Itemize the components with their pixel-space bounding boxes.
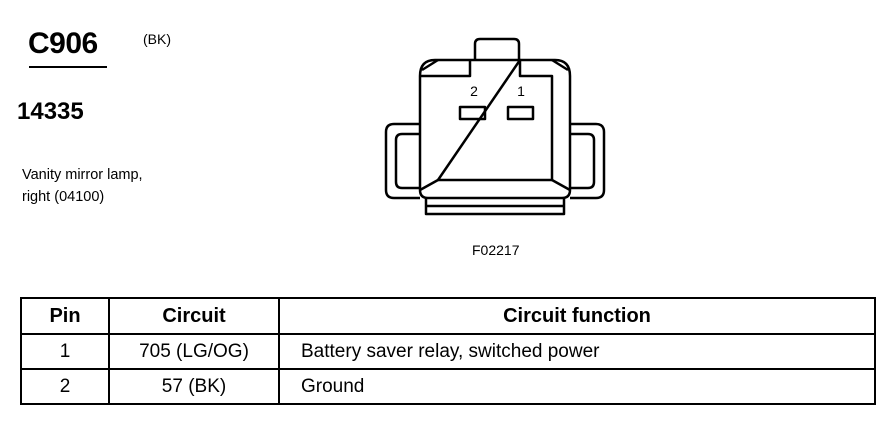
housing-cavity bbox=[436, 58, 554, 182]
chamfer-br bbox=[551, 178, 571, 192]
table-row: 2 57 (BK) Ground bbox=[20, 368, 876, 405]
pin-cell: 2 bbox=[20, 368, 110, 405]
side-lock-left-inner bbox=[394, 132, 420, 190]
part-number: 14335 bbox=[17, 98, 84, 125]
terminal-2-cavity bbox=[458, 105, 487, 121]
description-line-1: Vanity mirror lamp, bbox=[22, 167, 143, 183]
side-lock-right bbox=[570, 122, 606, 200]
circuit-cell: 705 (LG/OG) bbox=[108, 333, 280, 370]
housing-outer bbox=[418, 58, 572, 200]
function-cell: Ground bbox=[278, 368, 876, 405]
side-lock-left bbox=[384, 122, 420, 200]
connector-description: Vanity mirror lamp, right (04100) bbox=[22, 164, 143, 208]
pin-label-1: 1 bbox=[517, 83, 525, 99]
description-line-2: right (04100) bbox=[22, 189, 105, 205]
chamfer-bl bbox=[419, 178, 439, 192]
chamfer-tl-diag bbox=[421, 58, 439, 72]
connector-face-diagram: 2 1 bbox=[384, 37, 606, 216]
pinout-table: Pin Circuit Circuit function 1 705 (LG/O… bbox=[20, 297, 876, 405]
header-pin: Pin bbox=[20, 297, 110, 335]
side-lock-right-inner bbox=[570, 132, 596, 190]
header-circuit: Circuit bbox=[108, 297, 280, 335]
table-header-row: Pin Circuit Circuit function bbox=[20, 297, 876, 335]
pin-cell: 1 bbox=[20, 333, 110, 370]
terminal-1-cavity bbox=[506, 105, 535, 121]
latch-tab bbox=[473, 37, 521, 60]
table-row: 1 705 (LG/OG) Battery saver relay, switc… bbox=[20, 333, 876, 370]
pin-label-2: 2 bbox=[470, 83, 478, 99]
header-circuit-function: Circuit function bbox=[278, 297, 876, 335]
connector-color: (BK) bbox=[143, 31, 171, 47]
connector-id: C906 bbox=[28, 27, 98, 60]
circuit-cell: 57 (BK) bbox=[108, 368, 280, 405]
connector-id-underline bbox=[29, 66, 107, 68]
figure-code: F02217 bbox=[472, 242, 520, 258]
chamfer-tr-diag bbox=[551, 58, 569, 72]
function-cell: Battery saver relay, switched power bbox=[278, 333, 876, 370]
